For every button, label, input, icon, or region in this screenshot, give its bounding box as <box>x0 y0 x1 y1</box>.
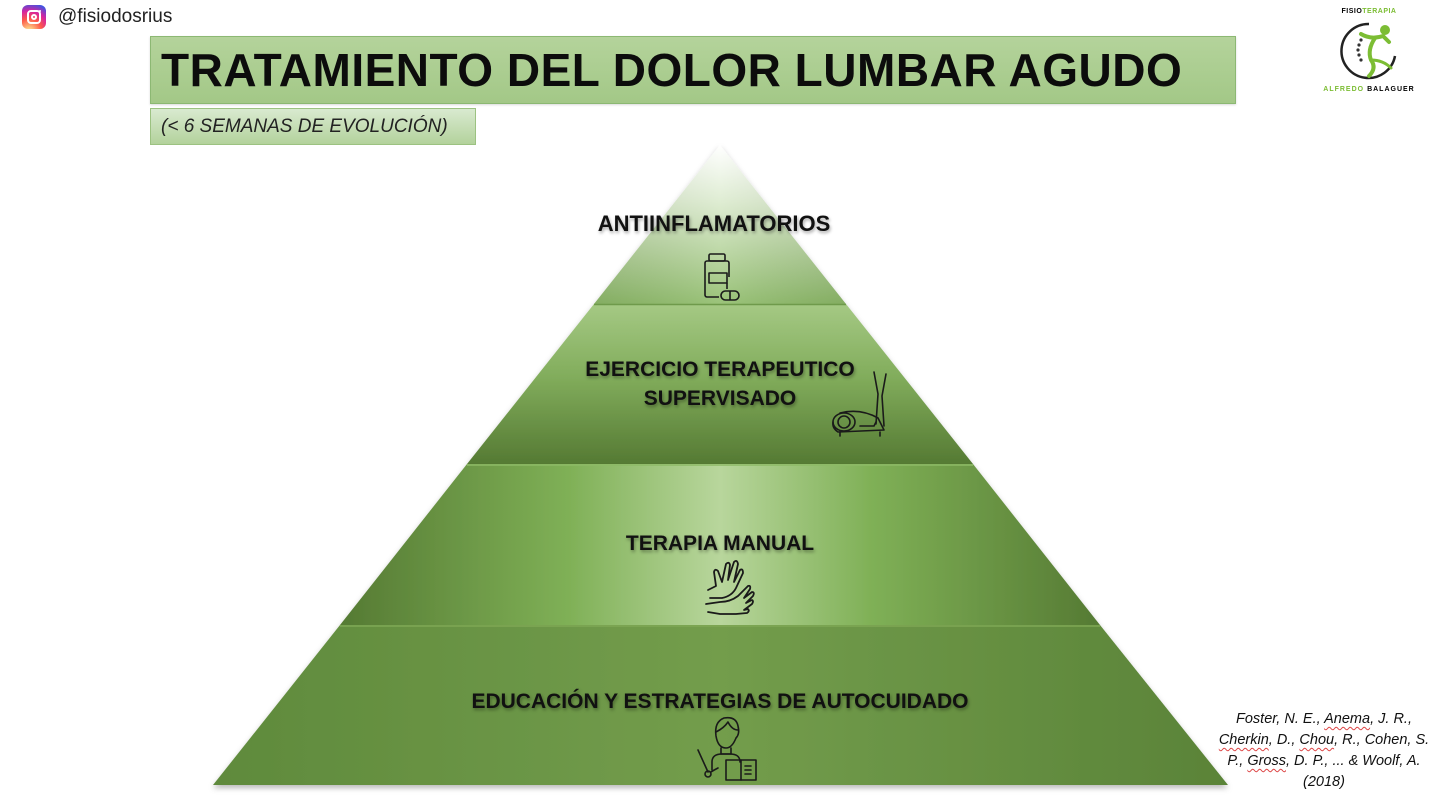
brand-logo: FISIOTERAPIA ALFREDO BALAGUER <box>1316 8 1422 98</box>
logo-top-text: FISIOTERAPIA <box>1341 8 1397 15</box>
pyramid-tier-2 <box>467 304 973 464</box>
medicine-bottle-pill-icon <box>704 253 740 301</box>
instagram-icon <box>22 5 46 29</box>
pyramid-tier-4 <box>213 625 1228 785</box>
reference-citation: Foster, N. E., Anema, J. R., Cherkin, D.… <box>1218 711 1430 790</box>
subtitle-banner: (< 6 SEMANAS DE EVOLUCIÓN) <box>150 108 476 145</box>
title-banner: TRATAMIENTO DEL DOLOR LUMBAR AGUDO <box>150 36 1236 104</box>
instagram-badge: @fisiodosrius <box>22 5 172 29</box>
pyramid-tier-3 <box>340 464 1100 625</box>
elliptical-trainer-icon <box>832 371 887 437</box>
tier-3-label: TERAPIA MANUAL <box>625 532 815 555</box>
instagram-handle: @fisiodosrius <box>58 6 173 27</box>
logo-bottom-text: ALFREDO BALAGUER <box>1323 86 1415 93</box>
hands-icon <box>705 559 755 615</box>
page-title: TRATAMIENTO DEL DOLOR LUMBAR AGUDO <box>161 44 1183 96</box>
tier-1-label: ANTIINFLAMATORIOS <box>597 211 831 236</box>
page-subtitle: (< 6 SEMANAS DE EVOLUCIÓN) <box>161 115 448 137</box>
teacher-book-icon <box>697 716 757 781</box>
tier-4-label: EDUCACIÓN Y ESTRATEGIAS DE AUTOCUIDADO <box>471 690 969 713</box>
tier-2-label: EJERCICIO TERAPEUTICO SUPERVISADO <box>585 358 855 410</box>
runner-spine-icon <box>1340 22 1397 80</box>
